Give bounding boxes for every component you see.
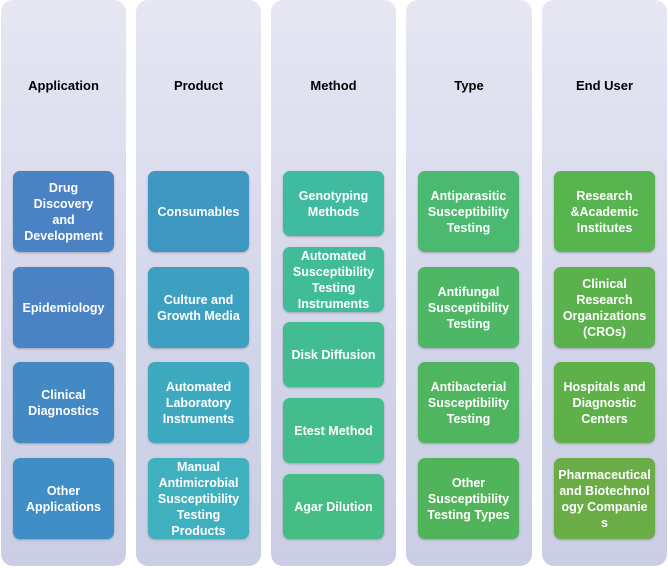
box-clinical-research-orgs: Clinical Research Organizations (CROs): [554, 267, 655, 348]
box-automated-lab-instruments: Automated Laboratory Instruments: [148, 362, 249, 443]
column-product: Product Consumables Culture and Growth M…: [136, 0, 261, 566]
column-title-product: Product: [173, 78, 224, 93]
column-title-method: Method: [310, 78, 357, 93]
box-antifungal: Antifungal Susceptibility Testing: [418, 267, 519, 348]
box-manual-ast-products: Manual Antimicrobial Susceptibility Test…: [148, 458, 249, 539]
box-culture-growth-media: Culture and Growth Media: [148, 267, 249, 348]
column-title-end-user: End User: [575, 78, 634, 93]
column-title-application: Application: [28, 78, 99, 93]
box-other-susceptibility-types: Other Susceptibility Testing Types: [418, 458, 519, 539]
box-consumables: Consumables: [148, 171, 249, 252]
box-research-academic: Research &Academic Institutes: [554, 171, 655, 252]
box-agar-dilution: Agar Dilution: [283, 474, 384, 539]
box-etest-method: Etest Method: [283, 398, 384, 463]
box-clinical-diagnostics: Clinical Diagnostics: [13, 362, 114, 443]
column-title-type: Type: [454, 78, 484, 93]
box-epidemiology: Epidemiology: [13, 267, 114, 348]
column-type: Type Antiparasitic Susceptibility Testin…: [406, 0, 532, 566]
box-automated-susceptibility-instruments: Automated Susceptibility Testing Instrum…: [283, 247, 384, 312]
column-method: Method Genotyping Methods Automated Susc…: [271, 0, 396, 566]
column-end-user: End User Research &Academic Institutes C…: [542, 0, 667, 566]
column-application: Application Drug Discovery and Developme…: [1, 0, 126, 566]
box-other-applications: Other Applications: [13, 458, 114, 539]
box-antibacterial: Antibacterial Susceptibility Testing: [418, 362, 519, 443]
box-disk-diffusion: Disk Diffusion: [283, 322, 384, 387]
box-pharma-biotech: Pharmaceutical and Biotechnology Compani…: [554, 458, 655, 539]
box-genotyping-methods: Genotyping Methods: [283, 171, 384, 236]
box-hospitals-diagnostic: Hospitals and Diagnostic Centers: [554, 362, 655, 443]
box-drug-discovery: Drug Discovery and Development: [13, 171, 114, 252]
box-antiparasitic: Antiparasitic Susceptibility Testing: [418, 171, 519, 252]
